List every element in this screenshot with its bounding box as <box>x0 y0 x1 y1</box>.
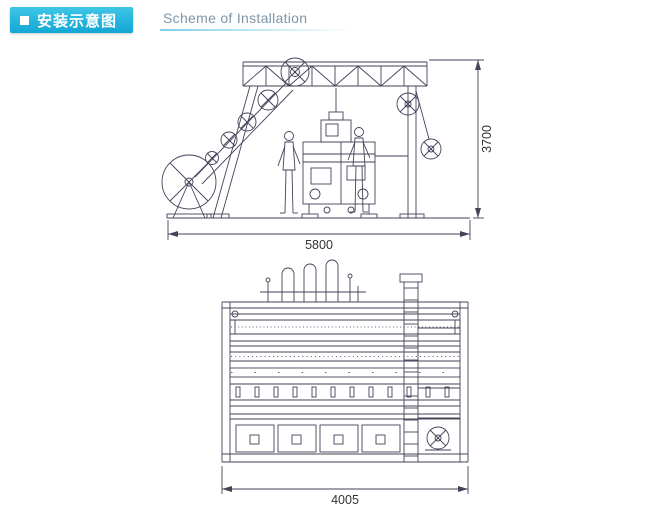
top-pulley <box>280 57 310 87</box>
section-badge: 安装示意图 <box>10 7 134 33</box>
section-title-en: Scheme of Installation <box>163 10 308 26</box>
front-view-svg: 4005 <box>221 259 469 507</box>
truss-bridge <box>242 61 428 87</box>
right-rollers <box>396 90 442 160</box>
roller-stack <box>229 310 461 362</box>
operator-left <box>277 131 301 214</box>
operator-right <box>347 127 371 213</box>
incline-conveyor <box>194 82 294 185</box>
presser-feet-row <box>230 383 460 420</box>
front-frame <box>221 301 469 463</box>
mid-beam <box>229 367 461 378</box>
side-ladder <box>399 273 460 462</box>
left-slant-legs <box>206 85 259 219</box>
badge-square-icon <box>20 15 29 25</box>
front-view-figure: 4005 <box>198 258 510 513</box>
big-wheel <box>161 154 217 219</box>
side-view-figure: 5800 3700 <box>105 36 510 258</box>
incline-rollers <box>205 89 279 165</box>
dimension-width: 5800 <box>167 220 471 252</box>
dimension-width-front: 4005 <box>221 466 469 507</box>
width-dimension-label: 5800 <box>305 238 333 252</box>
cabinet-doors <box>235 424 401 453</box>
dimension-height: 3700 <box>429 59 494 219</box>
front-width-dimension-label: 4005 <box>331 493 359 507</box>
thread-guides <box>260 259 366 302</box>
height-dimension-label: 3700 <box>480 125 494 153</box>
right-legs <box>375 86 425 219</box>
header-divider <box>160 29 352 31</box>
motor-wheel <box>425 426 451 451</box>
section-title-zh: 安装示意图 <box>37 12 118 30</box>
side-view-svg: 5800 3700 <box>161 57 494 252</box>
machine-body <box>301 88 378 219</box>
